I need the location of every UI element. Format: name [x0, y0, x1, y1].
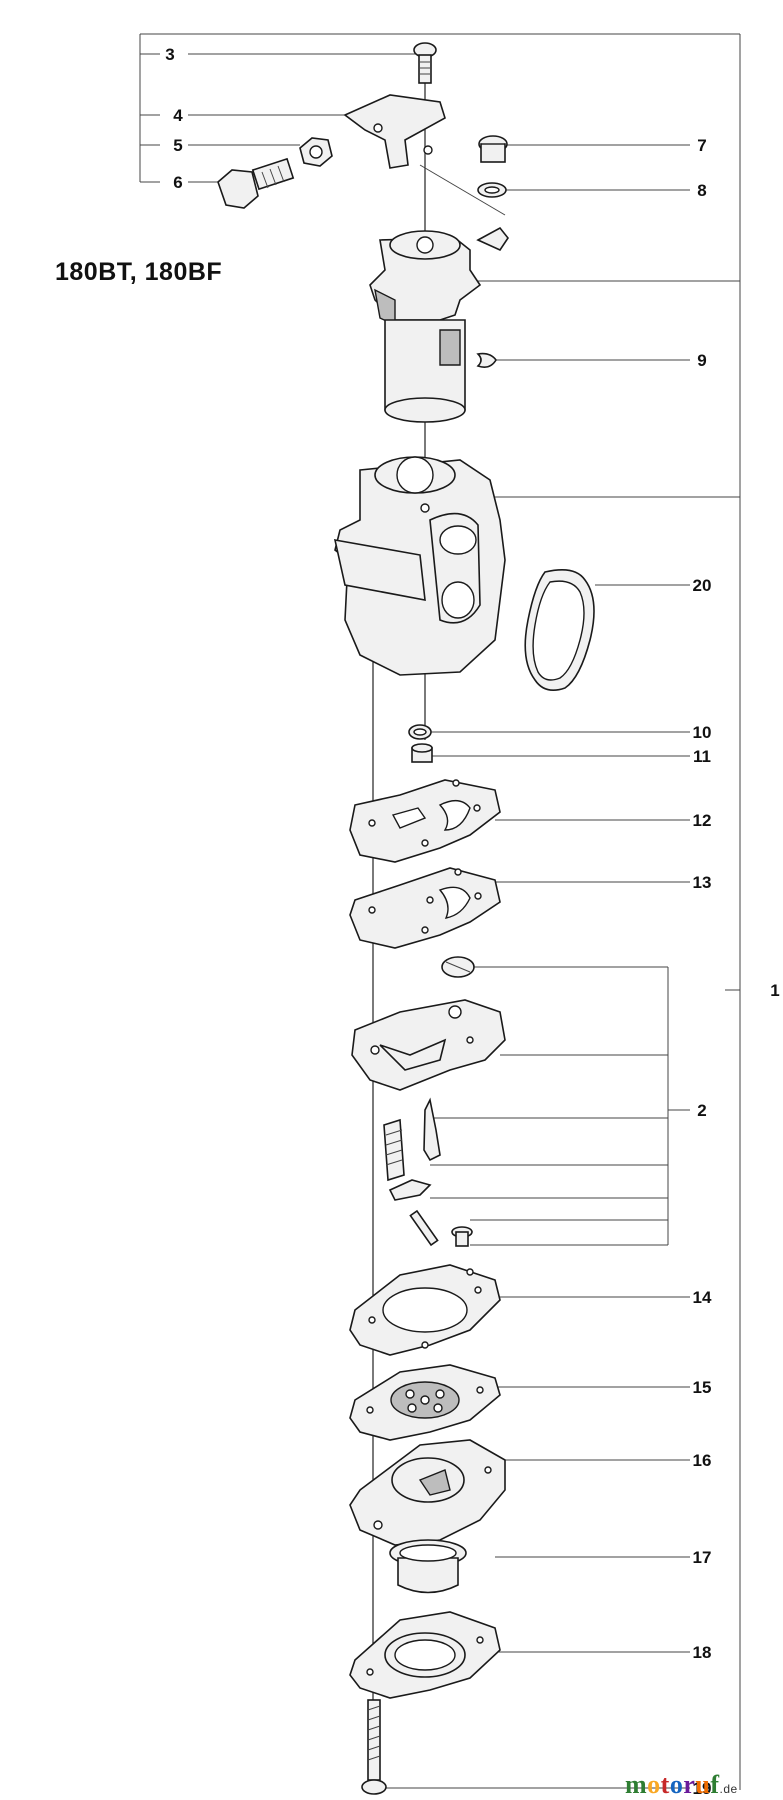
callout-17: 17: [693, 1548, 712, 1567]
part-10-o-ring: [408, 724, 432, 740]
part-17-cup: [389, 1539, 467, 1594]
part-6-fitting: [217, 157, 295, 209]
diagram-title: 180BT, 180BF: [55, 258, 223, 286]
watermark-letter: t: [660, 1770, 670, 1799]
callout-9: 9: [697, 351, 706, 370]
callout-11: 11: [693, 747, 711, 766]
watermark-letter: m: [625, 1770, 648, 1799]
part-4-bracket: [343, 94, 446, 169]
callout-10: 10: [693, 723, 712, 742]
part-15-diaphragm: [349, 1364, 501, 1441]
callout-5: 5: [173, 136, 182, 155]
watermark-letter: u: [695, 1770, 711, 1799]
watermark-letter: r: [683, 1770, 696, 1799]
watermark-letter: f: [710, 1770, 720, 1799]
part-13-gasket: [349, 867, 501, 949]
callout-20: 20: [693, 576, 712, 595]
callout-12: 12: [693, 811, 712, 830]
part-19-long-screw: [361, 1699, 387, 1795]
part-20-gasket-ring: [524, 569, 595, 691]
callout-4: 4: [173, 106, 183, 125]
part-12-gasket: [349, 779, 501, 863]
frame-lines: [139, 33, 741, 1790]
callout-16: 16: [693, 1451, 712, 1470]
part-3-screw: [413, 42, 437, 84]
part-11-plug: [411, 743, 433, 763]
part-2-metering-assembly: [351, 956, 506, 1247]
part-7-screw: [478, 135, 508, 163]
callout-14: 14: [693, 1288, 712, 1307]
part-16-pump-cover: [349, 1439, 506, 1546]
part-8-washer: [477, 182, 507, 198]
part-18-plate: [349, 1611, 501, 1699]
part-14-gasket: [349, 1264, 501, 1356]
callout-8: 8: [697, 181, 706, 200]
watermark-letter: o: [647, 1770, 661, 1799]
callout-18: 18: [693, 1643, 712, 1662]
callout-15: 15: [693, 1378, 712, 1397]
part-9-clip: [476, 352, 497, 368]
site-watermark-logo: motoruf.de: [625, 1770, 738, 1800]
callout-2: 2: [697, 1101, 706, 1120]
watermark-letter: o: [669, 1770, 684, 1799]
callout-6: 6: [173, 173, 182, 192]
callout-19: 19: [693, 1779, 712, 1798]
callout-1: 1: [770, 981, 779, 1000]
callout-7: 7: [697, 136, 706, 155]
callout-numbers: 3 4 5 6 7 8 9 20 10 11 12 13 1 2 14 15 1…: [165, 45, 779, 1798]
throttle-barrel: [369, 226, 509, 423]
watermark-tld: .de: [719, 1782, 738, 1796]
callout-13: 13: [693, 873, 712, 892]
callout-3: 3: [165, 45, 174, 64]
carburetor-body: [333, 456, 506, 676]
part-5-nut: [299, 137, 333, 167]
